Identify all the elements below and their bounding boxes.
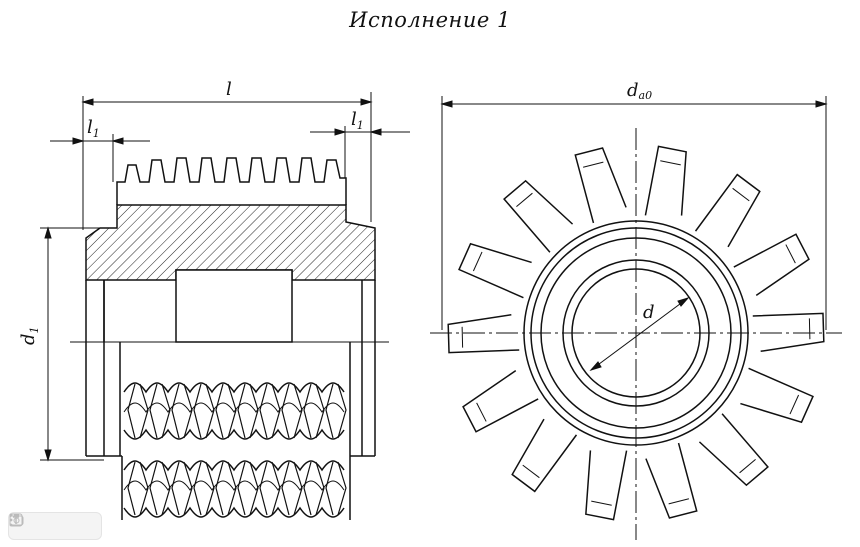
gear-tooth bbox=[694, 173, 761, 248]
lower-teeth-row-1 bbox=[123, 382, 345, 394]
gear-tooth bbox=[644, 145, 687, 216]
gear-tooth-face bbox=[472, 251, 483, 272]
image-toolbar bbox=[8, 512, 102, 540]
camera-icon[interactable] bbox=[9, 514, 65, 535]
dimension-dao bbox=[440, 96, 828, 330]
drawing-title: Исполнение 1 bbox=[349, 8, 511, 32]
gear-tooth-face bbox=[461, 326, 464, 348]
gear-tooth bbox=[645, 442, 698, 519]
front-view bbox=[430, 128, 842, 540]
gear-tooth-face bbox=[739, 459, 756, 474]
gear-tooth bbox=[733, 233, 810, 296]
gear-tooth bbox=[511, 418, 578, 493]
gear-tooth bbox=[458, 242, 532, 299]
gear-tooth bbox=[462, 370, 539, 433]
gear-tooth bbox=[447, 313, 520, 354]
label-l1-left: l1 bbox=[87, 117, 100, 140]
label-l: l bbox=[226, 79, 232, 100]
gear-tooth bbox=[698, 413, 769, 487]
gear-tooth-face bbox=[522, 464, 540, 479]
top-teeth-profile bbox=[116, 157, 347, 205]
hatched-section bbox=[85, 204, 376, 281]
side-view bbox=[70, 157, 392, 520]
gear-tooth-face bbox=[668, 498, 690, 505]
lower-teeth-row-2 bbox=[123, 460, 345, 472]
gear-tooth-face bbox=[591, 500, 612, 506]
gear-tooth bbox=[585, 450, 628, 521]
gear-tooth-face bbox=[789, 394, 800, 415]
gear-tooth-face bbox=[476, 402, 487, 422]
gear-tooth-face bbox=[516, 192, 533, 207]
gear-teeth bbox=[447, 145, 825, 521]
label-dao: da0 bbox=[627, 80, 652, 102]
label-d1: d1 bbox=[18, 326, 41, 345]
gear-tooth bbox=[503, 179, 574, 253]
dimensions-left bbox=[40, 92, 410, 462]
gear-tooth-face bbox=[582, 161, 604, 168]
label-l1-right: l1 bbox=[351, 109, 364, 132]
gear-tooth-face bbox=[808, 318, 811, 340]
gear-tooth-face bbox=[732, 187, 750, 202]
label-d: d bbox=[643, 302, 655, 323]
more-icon[interactable] bbox=[9, 513, 96, 535]
gear-tooth-face bbox=[660, 160, 681, 166]
dimension-d bbox=[589, 297, 690, 371]
gear-tooth bbox=[740, 367, 814, 424]
gear-tooth-face bbox=[785, 244, 796, 264]
gear-tooth bbox=[574, 147, 627, 224]
gear-tooth bbox=[752, 312, 825, 353]
